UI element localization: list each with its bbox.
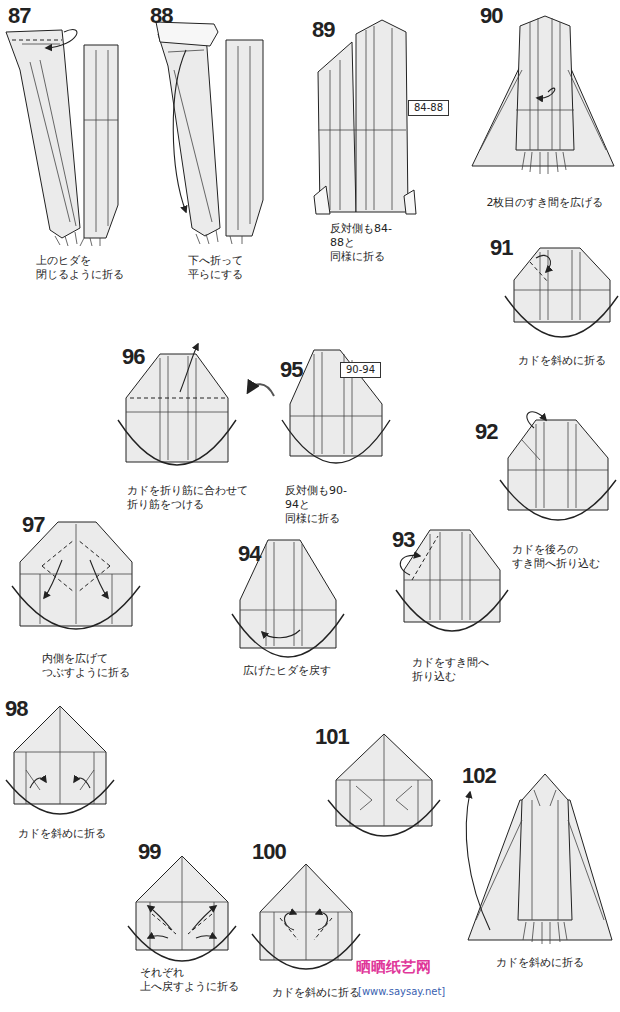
step-instruction: カドを斜めに折る [496,956,584,970]
step-96-figure [118,344,236,465]
step-88-figure [156,22,263,244]
step-instruction: 反対側も84-88と 同様に折る [330,222,392,263]
step-101-figure [328,734,440,836]
reference-box: 84-88 [408,100,449,116]
step-number: 93 [392,526,414,554]
reference-text: 90-94 [346,364,375,375]
next-step-arrow [248,384,274,396]
step-number: 94 [238,540,260,568]
watermark: [www.saysay.net] [358,986,445,999]
step-number: 89 [312,16,334,44]
step-number: 101 [315,723,349,751]
step-instruction: 2枚目のすき間を広げる [487,196,604,210]
step-92-figure [500,412,616,520]
step-number: 100 [252,838,286,866]
step-number: 88 [150,2,172,30]
step-102-figure [466,774,612,944]
step-number: 91 [490,234,512,262]
step-instruction: カドを斜めに折る [518,354,606,368]
step-87-figure [6,30,118,246]
reference-text: 84-88 [414,102,443,113]
step-100-figure [252,864,360,969]
step-98-figure [6,706,114,814]
step-number: 102 [462,762,496,790]
step-instruction: カドを折り筋に合わせて 折り筋をつける [127,484,248,512]
step-89-figure [314,20,416,214]
step-90-figure [472,16,614,174]
step-instruction: それぞれ 上へ戻すように折る [140,966,239,994]
step-instruction: 広げたヒダを戻す [243,664,331,678]
reference-box: 90-94 [340,362,381,378]
step-number: 96 [122,343,144,371]
step-instruction: 内側を広げて つぶすように折る [42,652,130,680]
step-instruction: カドをすき間へ 折り込む [412,656,489,684]
step-91-figure [505,248,618,337]
step-instruction: カドを斜めに折る [18,827,106,841]
step-number: 98 [5,695,27,723]
step-instruction: 下へ折って 平らにする [188,254,243,282]
step-number: 97 [22,511,44,539]
step-instruction: 上のヒダを 閉じるように折る [36,254,124,282]
step-99-figure [128,856,236,961]
step-instruction: カドを斜めに折る [272,986,360,1000]
step-instruction: 反対側も90-94と 同様に折る [285,484,347,525]
step-number: 92 [475,418,497,446]
step-97-figure [12,522,140,629]
step-instruction: カドを後ろの すき間へ折り込む [512,543,600,571]
step-number: 90 [480,2,502,30]
step-number: 95 [280,356,302,384]
step-94-figure [232,540,344,657]
step-number: 99 [138,838,160,866]
watermark: 晒晒纸艺网 [356,958,431,977]
step-number: 87 [8,2,30,30]
